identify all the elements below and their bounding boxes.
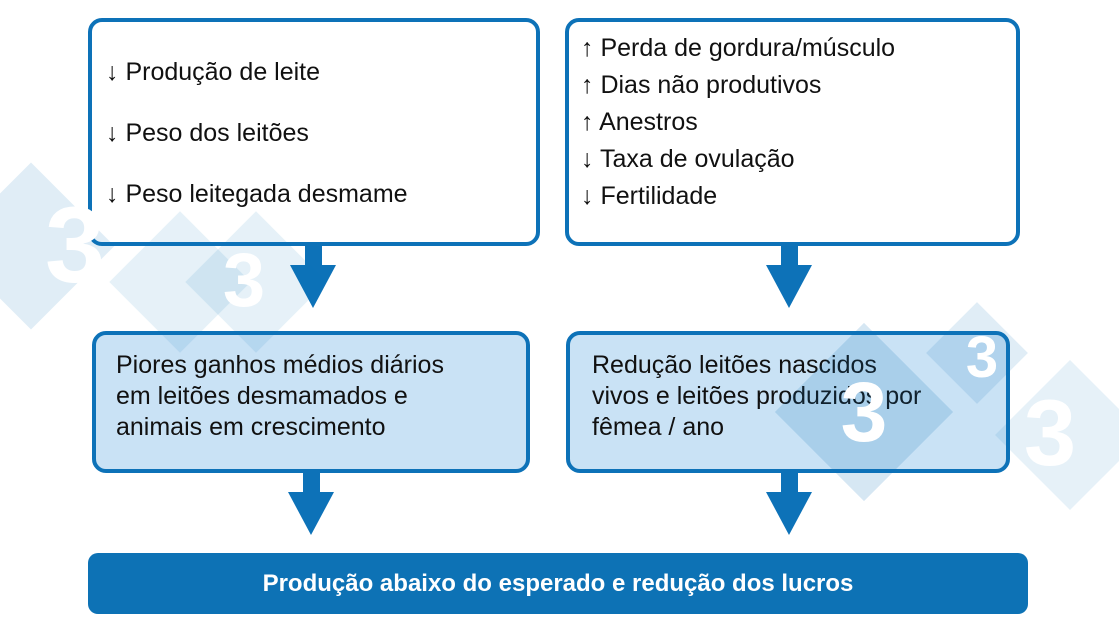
down-arrow-icon — [766, 472, 812, 535]
causes-box-lactation: ↓ Produção de leite ↓ Peso dos leitões ↓… — [88, 18, 540, 246]
cause-line: ↑ Anestros — [581, 108, 698, 136]
down-arrow-icon — [288, 472, 334, 535]
arrow-stem — [780, 245, 798, 265]
cause-line: ↑ Perda de gordura/músculo — [581, 34, 896, 62]
effect-box-growth: Piores ganhos médios diários em leitões … — [92, 331, 530, 473]
cause-line: ↓ Taxa de ovulação — [581, 145, 795, 173]
arrow-head — [766, 265, 812, 308]
effect-line: fêmea / ano — [592, 413, 725, 441]
down-arrow-icon — [290, 245, 336, 308]
down-arrow-icon — [766, 245, 812, 308]
watermark-three: 3 — [222, 238, 266, 323]
arrow-head — [288, 492, 334, 535]
cause-line: ↓ Produção de leite — [106, 58, 321, 86]
cause-line: ↓ Peso dos leitões — [106, 119, 309, 147]
arrow-head — [290, 265, 336, 308]
effect-line: em leitões desmamados e — [116, 382, 408, 410]
effect-line: Redução leitões nascidos — [592, 351, 877, 379]
result-text: Produção abaixo do esperado e redução do… — [262, 569, 854, 597]
result-bar: Produção abaixo do esperado e redução do… — [88, 553, 1028, 614]
effect-box-reproduction: Redução leitões nascidos vivos e leitões… — [566, 331, 1010, 473]
watermark-three: 3 — [1023, 380, 1077, 485]
effect-line: vivos e leitões produzidos por — [592, 382, 922, 410]
cause-line: ↓ Fertilidade — [581, 182, 718, 210]
cause-line: ↑ Dias não produtivos — [581, 71, 822, 99]
arrow-stem — [304, 245, 322, 265]
watermark-diamond — [995, 360, 1119, 510]
effect-line: animais em crescimento — [116, 413, 386, 441]
arrow-stem — [302, 472, 320, 492]
effect-line: Piores ganhos médios diários — [116, 351, 444, 379]
causes-box-sow-condition: ↑ Perda de gordura/músculo ↑ Dias não pr… — [565, 18, 1020, 246]
arrow-head — [766, 492, 812, 535]
arrow-stem — [780, 472, 798, 492]
cause-line: ↓ Peso leitegada desmame — [106, 180, 408, 208]
